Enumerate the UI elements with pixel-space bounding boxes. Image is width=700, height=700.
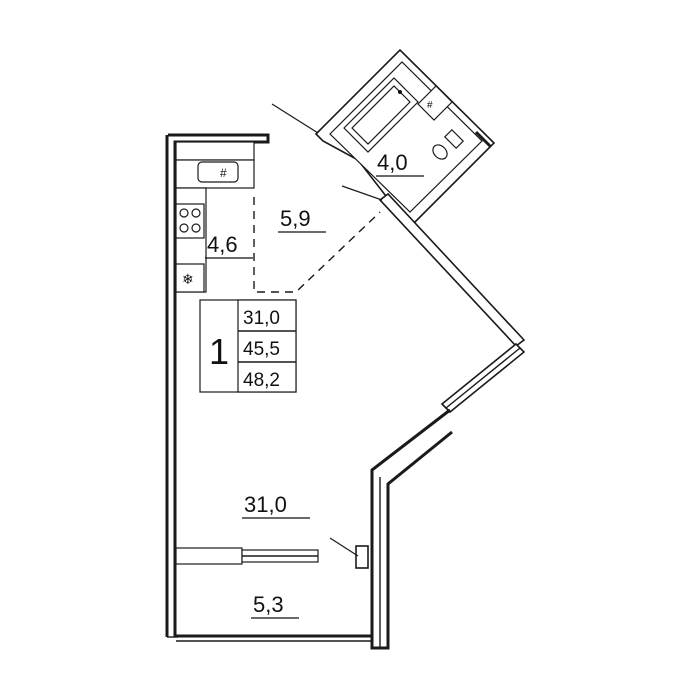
kitchen-counter: # ❄ [175, 141, 255, 293]
balcony-label: 5,3 [251, 592, 299, 619]
sink-icon: # [197, 161, 239, 183]
hallway-label: 5,9 [278, 206, 326, 233]
kitchen-boundary [253, 197, 381, 293]
toilet-icon [432, 128, 465, 160]
stove-icon [175, 203, 205, 239]
bathroom-area: 4,0 [377, 150, 408, 175]
balcony-partition [175, 547, 372, 642]
summary-box: 1 31,0 45,5 48,2 [199, 299, 297, 393]
balcony-area: 5,3 [253, 592, 284, 617]
kitchen-area: 4,6 [207, 232, 238, 257]
kitchen-label: 4,6 [205, 232, 253, 259]
svg-text:❄: ❄ [182, 272, 194, 288]
right-walls [329, 185, 526, 650]
svg-text:#: # [427, 100, 433, 111]
living-room-label: 31,0 [242, 492, 310, 519]
hallway-area: 5,9 [280, 206, 311, 231]
rooms-count: 1 [209, 331, 229, 372]
living-room-area: 31,0 [244, 492, 287, 517]
living-area-value: 31,0 [243, 308, 280, 329]
total-area-value: 48,2 [243, 370, 280, 391]
area-no-balcony-value: 45,5 [243, 339, 280, 360]
bathtub-icon [343, 77, 419, 153]
washbasin-icon: # [417, 85, 453, 121]
bathroom-block: # [271, 48, 496, 229]
fridge-icon: ❄ [175, 263, 205, 293]
svg-text:#: # [220, 166, 227, 180]
